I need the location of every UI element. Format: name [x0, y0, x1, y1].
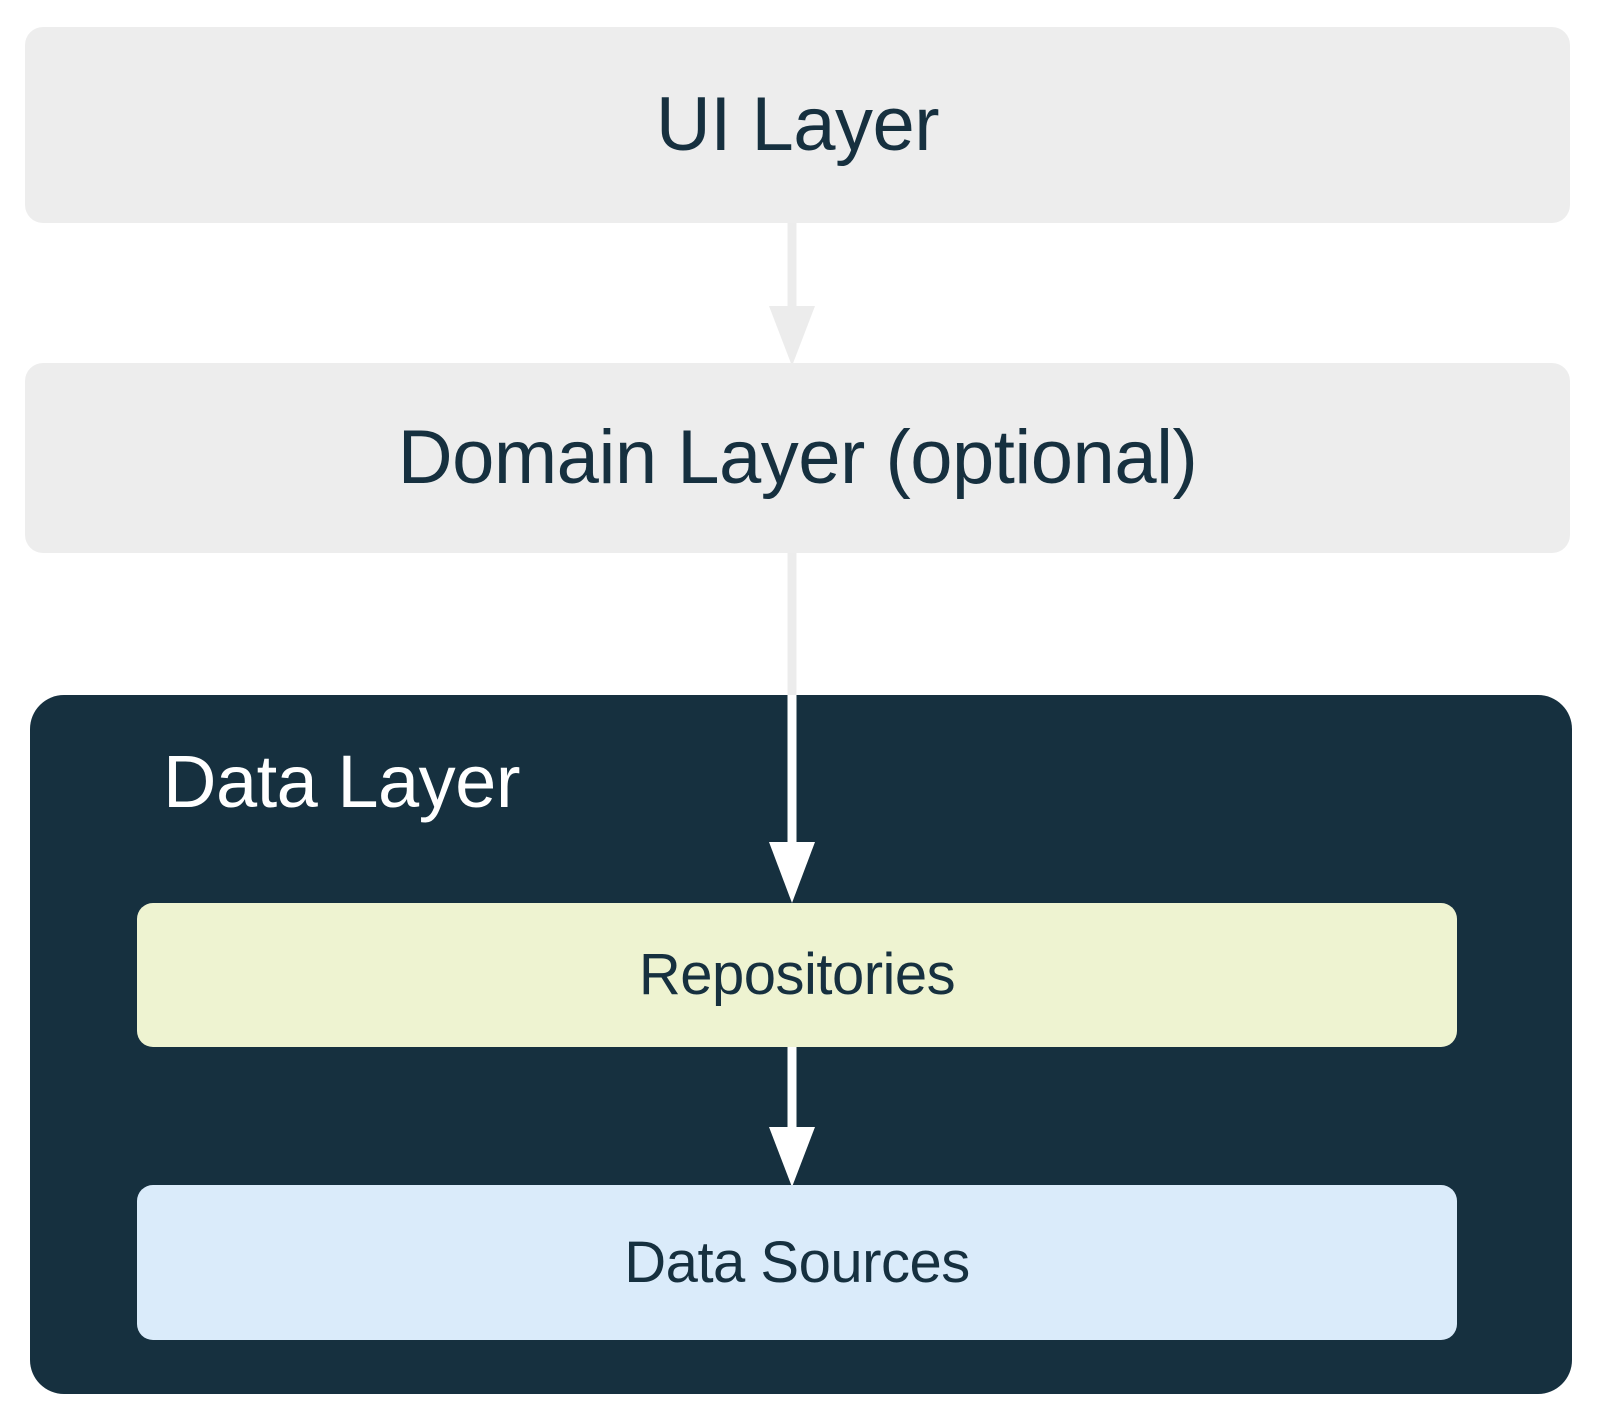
- arrow-shaft: [787, 1047, 797, 1129]
- data-layer-label: Data Layer: [163, 740, 520, 823]
- arrow-domain-to-data-icon: [769, 553, 815, 695]
- arrow-repositories-to-data-sources-icon: [769, 1047, 815, 1187]
- data-sources-label: Data Sources: [624, 1229, 970, 1295]
- data-sources-box[interactable]: Data Sources: [137, 1185, 1457, 1340]
- arrow-domain-to-repositories-icon: [769, 695, 815, 903]
- repositories-box[interactable]: Repositories: [137, 903, 1457, 1047]
- domain-layer-box[interactable]: Domain Layer (optional): [25, 363, 1570, 553]
- arrow-head: [769, 1127, 815, 1187]
- arrow-head: [769, 306, 815, 366]
- arrow-shaft: [787, 695, 797, 845]
- arrow-shaft: [787, 223, 797, 318]
- arrow-ui-to-domain-icon: [769, 223, 815, 366]
- ui-layer-label: UI Layer: [655, 82, 940, 167]
- arrow-head: [769, 842, 815, 903]
- data-layer-container[interactable]: Data Layer Repositories Data Sources: [30, 695, 1572, 1394]
- arrow-shaft: [787, 553, 797, 695]
- domain-layer-label: Domain Layer (optional): [397, 415, 1198, 500]
- ui-layer-box[interactable]: UI Layer: [25, 27, 1570, 223]
- repositories-label: Repositories: [638, 942, 956, 1007]
